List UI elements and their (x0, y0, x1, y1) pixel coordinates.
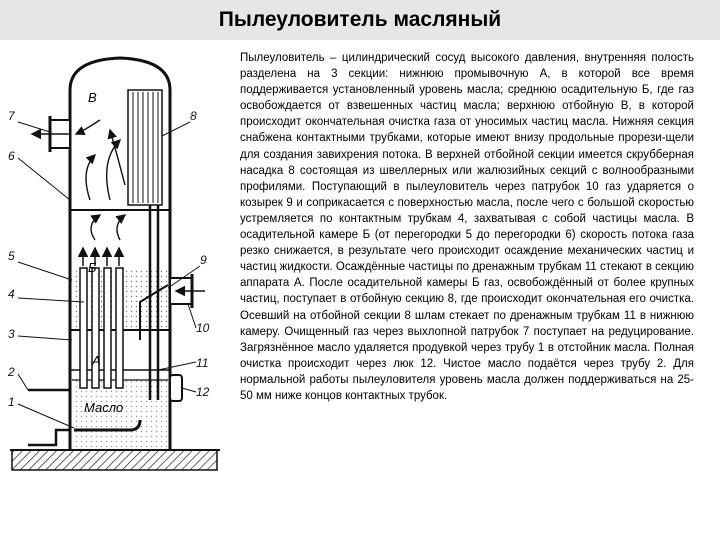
foundation (11, 449, 218, 471)
section-label-top: В (88, 90, 97, 105)
callout-2: 2 (7, 365, 15, 379)
callout-10: 10 (196, 321, 210, 335)
description-text: Пылеуловитель – цилиндрический сосуд выс… (240, 50, 694, 404)
section-label-bottom: А (91, 353, 101, 368)
vessel-shell (68, 56, 172, 450)
callout-6: 6 (8, 149, 15, 163)
callout-3: 3 (8, 327, 15, 341)
callout-9: 9 (200, 253, 207, 267)
callout-4: 4 (8, 287, 15, 301)
contact-tubes (77, 246, 125, 389)
gas-flow-arrows (74, 119, 127, 241)
description-paragraph: Пылеуловитель – цилиндрический сосуд выс… (240, 52, 694, 402)
oil-label: Масло (84, 400, 123, 415)
title-bar: Пылеуловитель масляный (0, 0, 720, 40)
page-title: Пылеуловитель масляный (218, 8, 502, 31)
outlet-nozzle (30, 116, 71, 152)
diagram-svg: В Б А Масло 7 6 5 4 3 2 1 8 9 10 11 (7, 56, 220, 471)
oil-dust-collector-diagram: В Б А Масло 7 6 5 4 3 2 1 8 9 10 11 (0, 40, 230, 510)
scrubber-pack (127, 89, 163, 206)
callout-5: 5 (8, 249, 15, 263)
inlet-nozzle (169, 274, 205, 308)
callout-12: 12 (196, 385, 210, 399)
callout-7: 7 (8, 109, 16, 123)
blowdown-pipe (74, 419, 142, 432)
callout-11: 11 (196, 356, 208, 370)
oil-layer (72, 380, 168, 448)
callout-8: 8 (190, 109, 197, 123)
hatch (169, 374, 183, 402)
callout-1: 1 (8, 395, 15, 409)
visor (139, 284, 169, 340)
section-label-middle: Б (88, 260, 97, 275)
